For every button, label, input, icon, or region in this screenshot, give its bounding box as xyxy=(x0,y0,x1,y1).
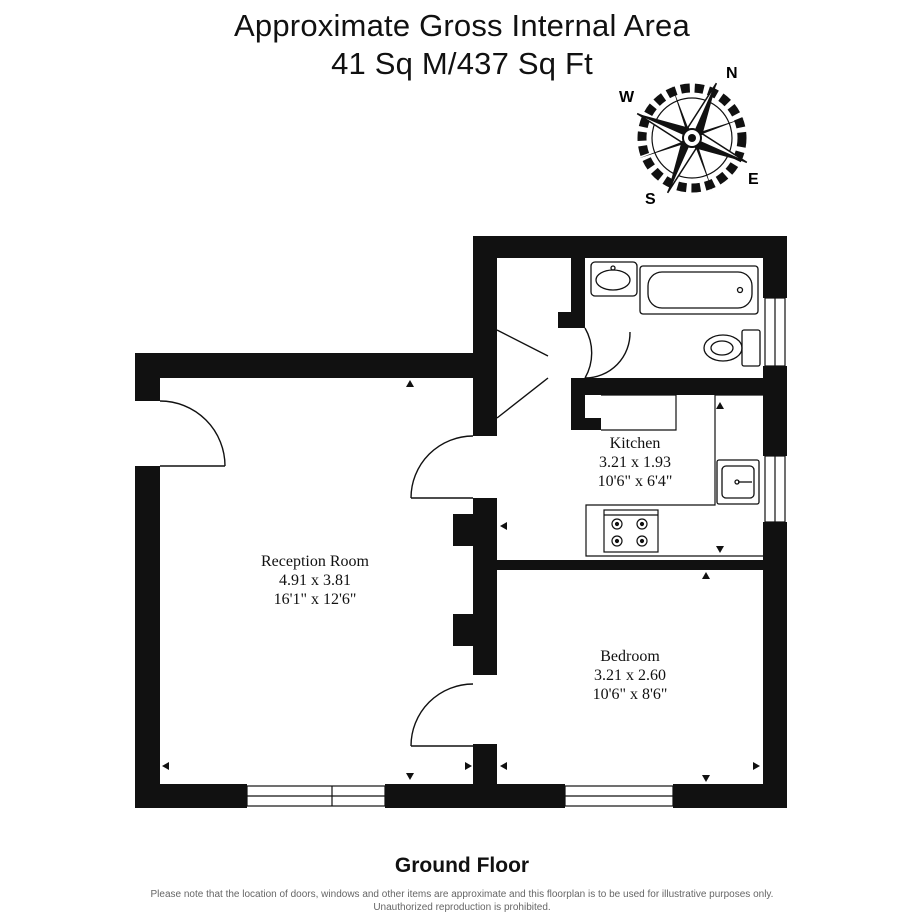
bathtub-icon xyxy=(639,265,759,315)
bedroom-name: Bedroom xyxy=(600,648,660,665)
bedroom-imperial: 10'6" x 8'6" xyxy=(592,686,668,703)
compass-north-label: N xyxy=(726,65,738,82)
dimension-arrows xyxy=(162,380,760,782)
basin-icon xyxy=(590,261,638,297)
compass-south-label: S xyxy=(645,191,656,208)
reception-name: Reception Room xyxy=(261,553,369,570)
kitchen-worktop xyxy=(585,394,763,557)
bedroom-metric: 3.21 x 2.60 xyxy=(594,667,666,684)
floor-name: Ground Floor xyxy=(394,854,530,877)
windows xyxy=(246,297,786,807)
area-value: 41 Sq M/437 Sq Ft xyxy=(331,46,593,81)
disclaimer-text: Please note that the location of doors, … xyxy=(150,889,774,913)
compass-east-label: E xyxy=(748,171,759,188)
room-label-kitchen: Kitchen 3.21 x 1.93 10'6" x 6'4" xyxy=(560,434,710,491)
hob-icon xyxy=(603,509,659,553)
room-label-bedroom: Bedroom 3.21 x 2.60 10'6" x 8'6" xyxy=(555,647,705,704)
doors xyxy=(159,327,631,747)
compass-icon xyxy=(636,82,748,194)
reception-metric: 4.91 x 3.81 xyxy=(279,572,351,589)
walls xyxy=(135,236,787,808)
area-title: Approximate Gross Internal Area xyxy=(234,8,690,43)
reception-imperial: 16'1" x 12'6" xyxy=(273,591,357,608)
kitchen-metric: 3.21 x 1.93 xyxy=(599,454,671,471)
toilet-icon xyxy=(703,329,761,367)
kitchen-name: Kitchen xyxy=(609,435,661,452)
sink-icon xyxy=(716,459,760,505)
room-label-reception: Reception Room 4.91 x 3.81 16'1" x 12'6" xyxy=(225,552,405,609)
kitchen-imperial: 10'6" x 6'4" xyxy=(597,473,673,490)
compass-west-label: W xyxy=(619,89,635,106)
